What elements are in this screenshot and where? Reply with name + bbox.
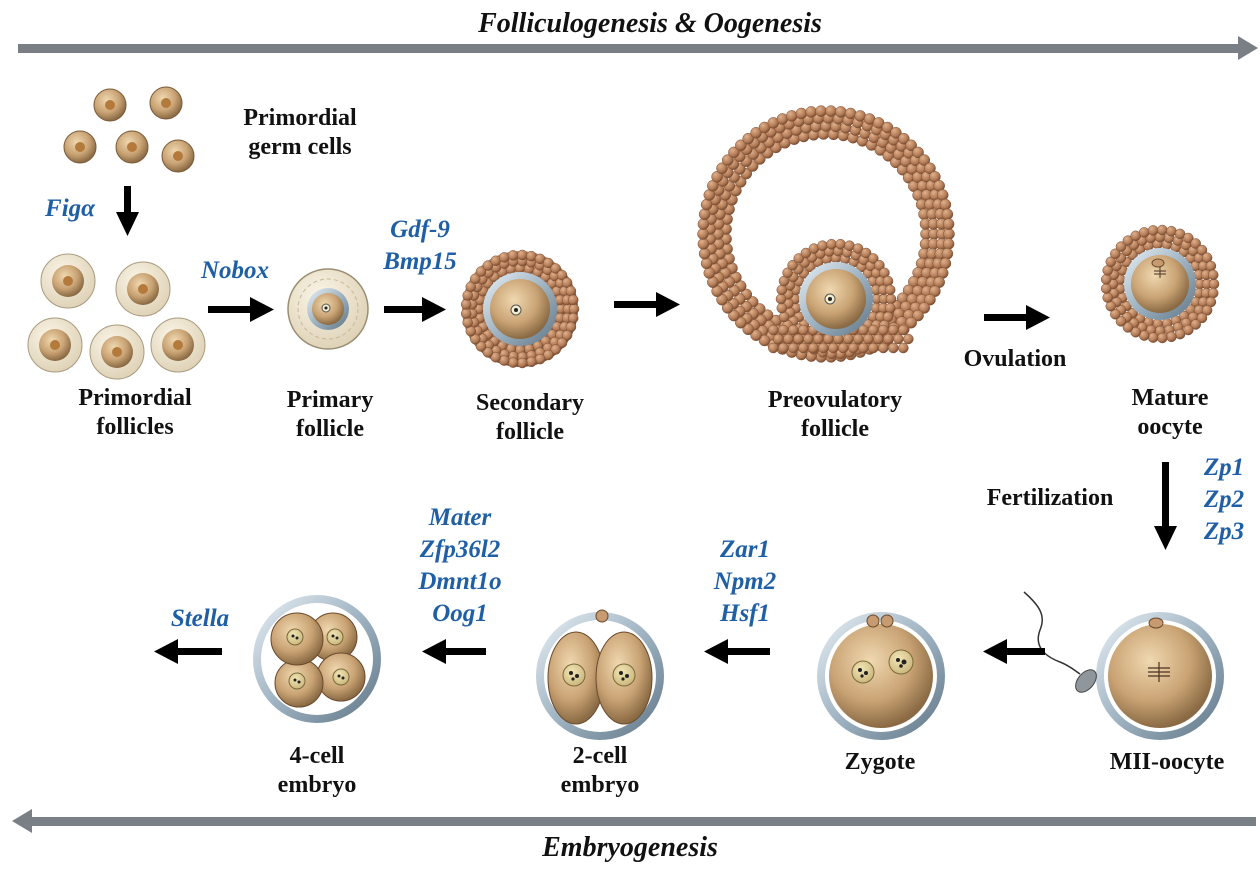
preovulatory-follicle-illustration	[698, 106, 955, 363]
arrow-primordial-to-primary	[208, 297, 274, 322]
gene-figalpha: Figα	[30, 193, 110, 225]
arrow-2cell-to-4cell	[422, 639, 486, 664]
primordial-follicles-illustration	[28, 254, 205, 379]
label-mature-oocyte: Mature oocyte	[1090, 384, 1250, 442]
bottom-banner-title: Embryogenesis	[480, 832, 780, 864]
label-primary-follicle: Primary follicle	[250, 386, 410, 444]
label-secondary-follicle: Secondary follicle	[440, 389, 620, 447]
label-2-cell-embryo: 2-cell embryo	[530, 742, 670, 800]
label-ovulation: Ovulation	[940, 345, 1090, 374]
primary-follicle-illustration	[288, 269, 368, 349]
arrow-pgc-to-primordial	[116, 186, 139, 236]
arrow-4cell-onward	[154, 639, 222, 664]
gene-gdf9-bmp15: Gdf-9 Bmp15	[365, 214, 475, 278]
label-fertilization: Fertilization	[955, 484, 1145, 513]
arrow-secondary-to-preovulatory	[614, 292, 680, 317]
arrow-fertilization	[1154, 462, 1177, 550]
label-primordial-follicles: Primordial follicles	[35, 384, 235, 442]
arrow-ovulation	[984, 305, 1050, 330]
top-banner-title: Folliculogenesis & Oogenesis	[380, 8, 920, 40]
arrow-zygote-to-2cell	[704, 639, 770, 664]
label-zygote: Zygote	[810, 748, 950, 777]
mii-oocyte-illustration	[1096, 612, 1224, 740]
zygote-illustration	[817, 612, 945, 740]
two-cell-embryo-illustration	[536, 610, 664, 740]
mature-oocyte-illustration	[1101, 225, 1219, 343]
arrow-primary-to-secondary	[384, 297, 446, 322]
sperm-illustration	[1024, 592, 1100, 696]
gene-stella: Stella	[150, 603, 250, 635]
label-mii-oocyte: MII-oocyte	[1082, 748, 1252, 777]
primordial-germ-cells-illustration	[64, 87, 194, 172]
bottom-banner-arrow	[12, 809, 1256, 833]
gene-zar1-npm2-hsf1: Zar1 Npm2 Hsf1	[690, 534, 800, 630]
arrow-mii-to-zygote	[983, 639, 1045, 664]
gene-zp: Zp1 Zp2 Zp3	[1188, 452, 1260, 548]
label-primordial-germ-cells: Primordial germ cells	[205, 104, 395, 162]
gene-nobox: Nobox	[185, 255, 285, 287]
four-cell-embryo-illustration	[253, 595, 381, 723]
gene-mater-group: Mater Zfp36l2 Dmnt1o Oog1	[395, 502, 525, 630]
secondary-follicle-illustration	[461, 250, 579, 368]
label-preovulatory-follicle: Preovulatory follicle	[735, 386, 935, 444]
label-4-cell-embryo: 4-cell embryo	[247, 742, 387, 800]
